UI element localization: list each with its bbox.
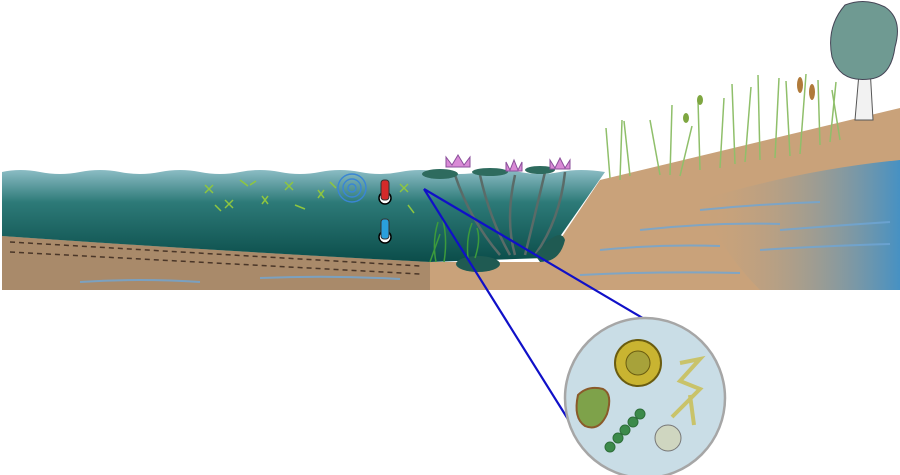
water-current-icon	[337, 173, 367, 203]
thermometer-cold-icon	[378, 218, 392, 244]
dinoflagellate-icon	[575, 386, 611, 429]
water-lily-group	[422, 154, 571, 272]
diatom-icon	[614, 339, 662, 387]
tree-icon	[830, 1, 898, 121]
reed-bed	[605, 73, 841, 181]
rotifer-icon	[654, 424, 682, 452]
filament-algae-icon	[670, 355, 706, 426]
colonial-algae-icon	[604, 408, 646, 453]
cattail-heads	[683, 77, 815, 123]
magnifier-circle-icon	[563, 316, 727, 475]
thermometer-warm-icon	[378, 179, 392, 205]
sediment-layer	[2, 108, 900, 290]
algae-cluster	[204, 179, 415, 214]
magnifier-pointer-lines	[423, 188, 669, 425]
